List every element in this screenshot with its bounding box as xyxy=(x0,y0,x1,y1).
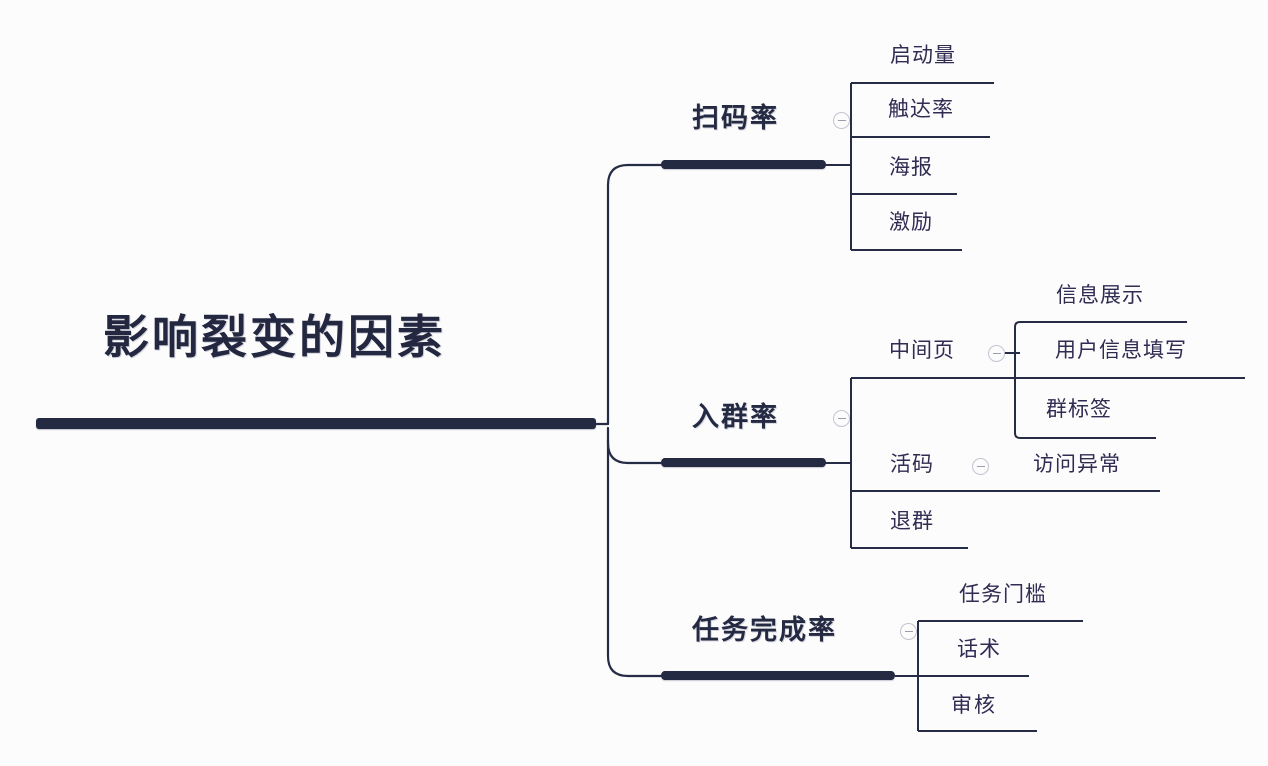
branch-underline-task-completion-rate xyxy=(661,671,895,680)
leaf-label-startup-volume[interactable]: 启动量 xyxy=(890,43,956,67)
leaf-label-info-display[interactable]: 信息展示 xyxy=(1056,283,1144,307)
root-node-underline xyxy=(36,418,596,429)
collapse-minus-icon[interactable] xyxy=(833,410,850,427)
root-node-label[interactable]: 影响裂变的因素 xyxy=(103,310,446,364)
collapse-minus-icon[interactable] xyxy=(972,458,989,475)
collapse-minus-icon[interactable] xyxy=(833,112,850,129)
leaf-label-script[interactable]: 话术 xyxy=(957,637,1001,661)
branch-label-task-completion-rate[interactable]: 任务完成率 xyxy=(692,615,837,646)
collapse-minus-icon[interactable] xyxy=(988,345,1005,362)
leaf-label-access-error[interactable]: 访问异常 xyxy=(1033,452,1121,476)
collapse-minus-icon[interactable] xyxy=(900,623,917,640)
branch-label-scan-rate[interactable]: 扫码率 xyxy=(692,103,779,134)
leaf-label-task-threshold[interactable]: 任务门槛 xyxy=(959,582,1047,606)
leaf-label-leave-group[interactable]: 退群 xyxy=(890,509,934,533)
leaf-label-reach-rate[interactable]: 触达率 xyxy=(888,97,954,121)
leaf-label-group-tag[interactable]: 群标签 xyxy=(1046,397,1112,421)
leaf-label-review[interactable]: 审核 xyxy=(951,693,997,717)
leaf-label-poster[interactable]: 海报 xyxy=(889,155,933,179)
leaf-label-incentive[interactable]: 激励 xyxy=(889,210,933,234)
branch-underline-scan-rate xyxy=(661,160,826,169)
leaf-label-landing-page[interactable]: 中间页 xyxy=(889,338,955,362)
branch-underline-group-join-rate xyxy=(661,458,826,467)
leaf-label-user-info-form[interactable]: 用户信息填写 xyxy=(1055,338,1187,362)
branch-label-group-join-rate[interactable]: 入群率 xyxy=(692,402,779,433)
leaf-label-live-code[interactable]: 活码 xyxy=(890,452,934,476)
